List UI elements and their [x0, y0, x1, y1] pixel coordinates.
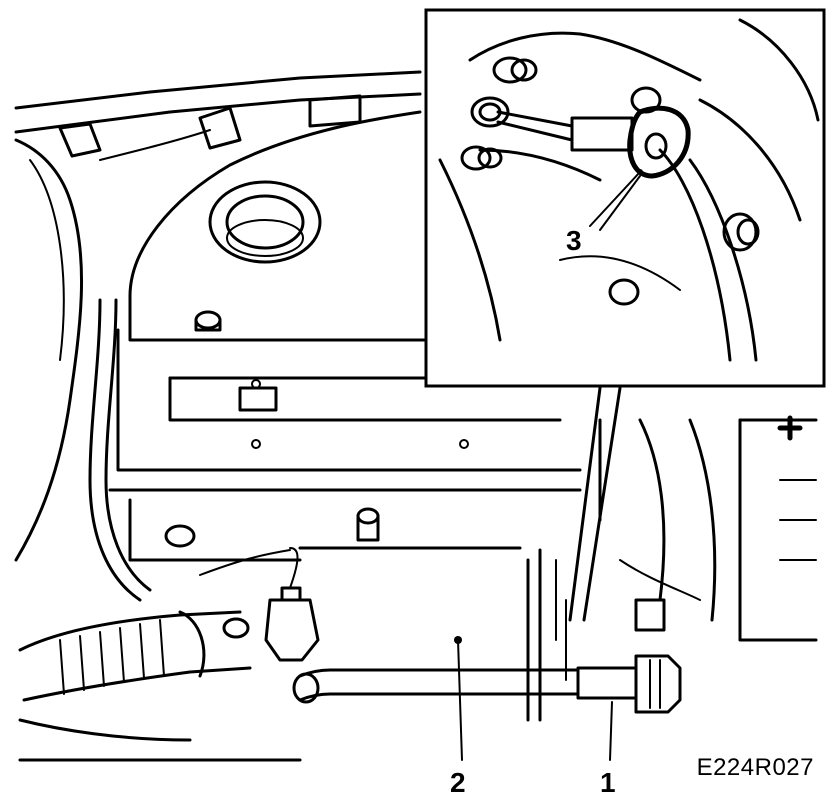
leader-lines [457, 171, 641, 761]
leader-line-3 [589, 171, 641, 227]
callout-label-3: 3 [566, 225, 582, 256]
detail-inset [424, 8, 826, 622]
cable-harness [292, 668, 580, 704]
callout-dot-3 [637, 169, 643, 175]
callout-label-1: 1 [600, 767, 616, 798]
callout-label-2: 2 [450, 767, 466, 798]
battery-area [18, 415, 818, 762]
valve-cover [108, 110, 582, 562]
leader-line-1 [609, 701, 613, 761]
intake-hose [18, 547, 320, 742]
engine-bay-background [14, 70, 422, 602]
sensor-connector [576, 654, 682, 714]
figure-reference-code: E224R027 [696, 754, 814, 781]
callout-dot-2 [454, 636, 462, 644]
leader-line-2 [457, 639, 463, 761]
